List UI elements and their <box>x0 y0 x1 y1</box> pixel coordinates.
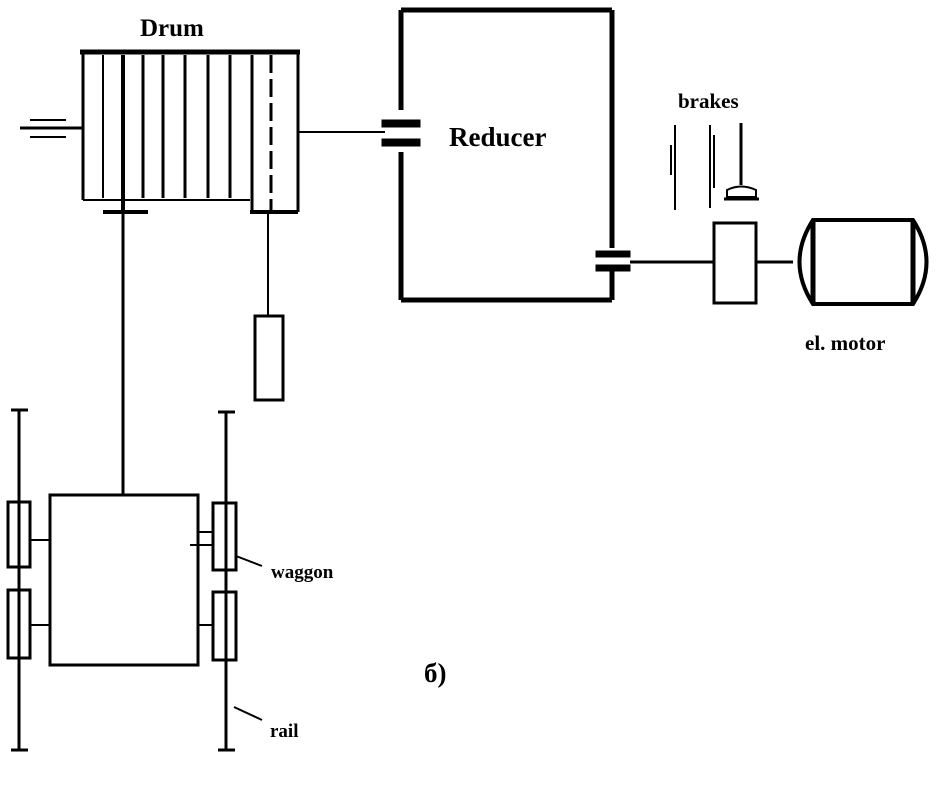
waggon-leader <box>235 555 263 567</box>
input-coupling <box>381 119 421 147</box>
rail-right <box>218 410 235 752</box>
output-coupling <box>595 250 631 272</box>
guide-rollers-left <box>6 500 50 660</box>
waggon-label: waggon <box>271 562 334 583</box>
rail-left <box>11 408 28 752</box>
waggon <box>48 493 200 667</box>
drum <box>20 49 385 214</box>
guide-rollers-right <box>190 501 238 662</box>
brake-unit <box>670 123 759 305</box>
reducer-label: Reducer <box>449 122 546 152</box>
figure-tag: б) <box>424 658 447 688</box>
motor-label: el. motor <box>805 331 885 355</box>
brakes-label: brakes <box>678 89 739 113</box>
drum-label: Drum <box>140 15 204 42</box>
reducer <box>398 7 615 303</box>
counterweight <box>253 212 285 402</box>
electric-motor <box>797 218 929 306</box>
rail-leader <box>233 706 263 721</box>
rail-label: rail <box>270 721 299 742</box>
